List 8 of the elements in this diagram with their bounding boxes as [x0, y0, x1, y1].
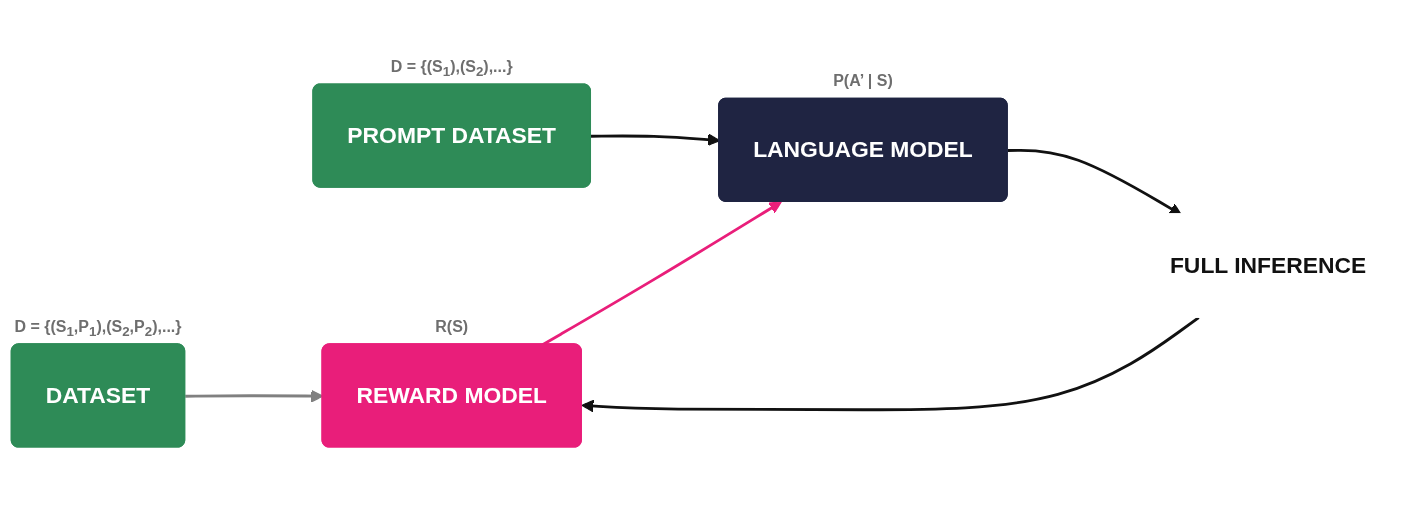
node-text: FULL INFERENCE [1169, 252, 1367, 277]
formula-label: D = {(S$_{1}$),(S$_{2}$),...} [390, 58, 513, 80]
formula-label: P(A’ | S) [833, 72, 893, 91]
arrow [1007, 148, 1182, 216]
arrow [581, 316, 1200, 413]
formula-label: D = {(S$_{1}$,P$_{1}$),(S$_{2}$,P$_{2}$),...} [14, 318, 182, 340]
formula-label: R(S) [435, 318, 469, 337]
arrow [541, 201, 782, 346]
